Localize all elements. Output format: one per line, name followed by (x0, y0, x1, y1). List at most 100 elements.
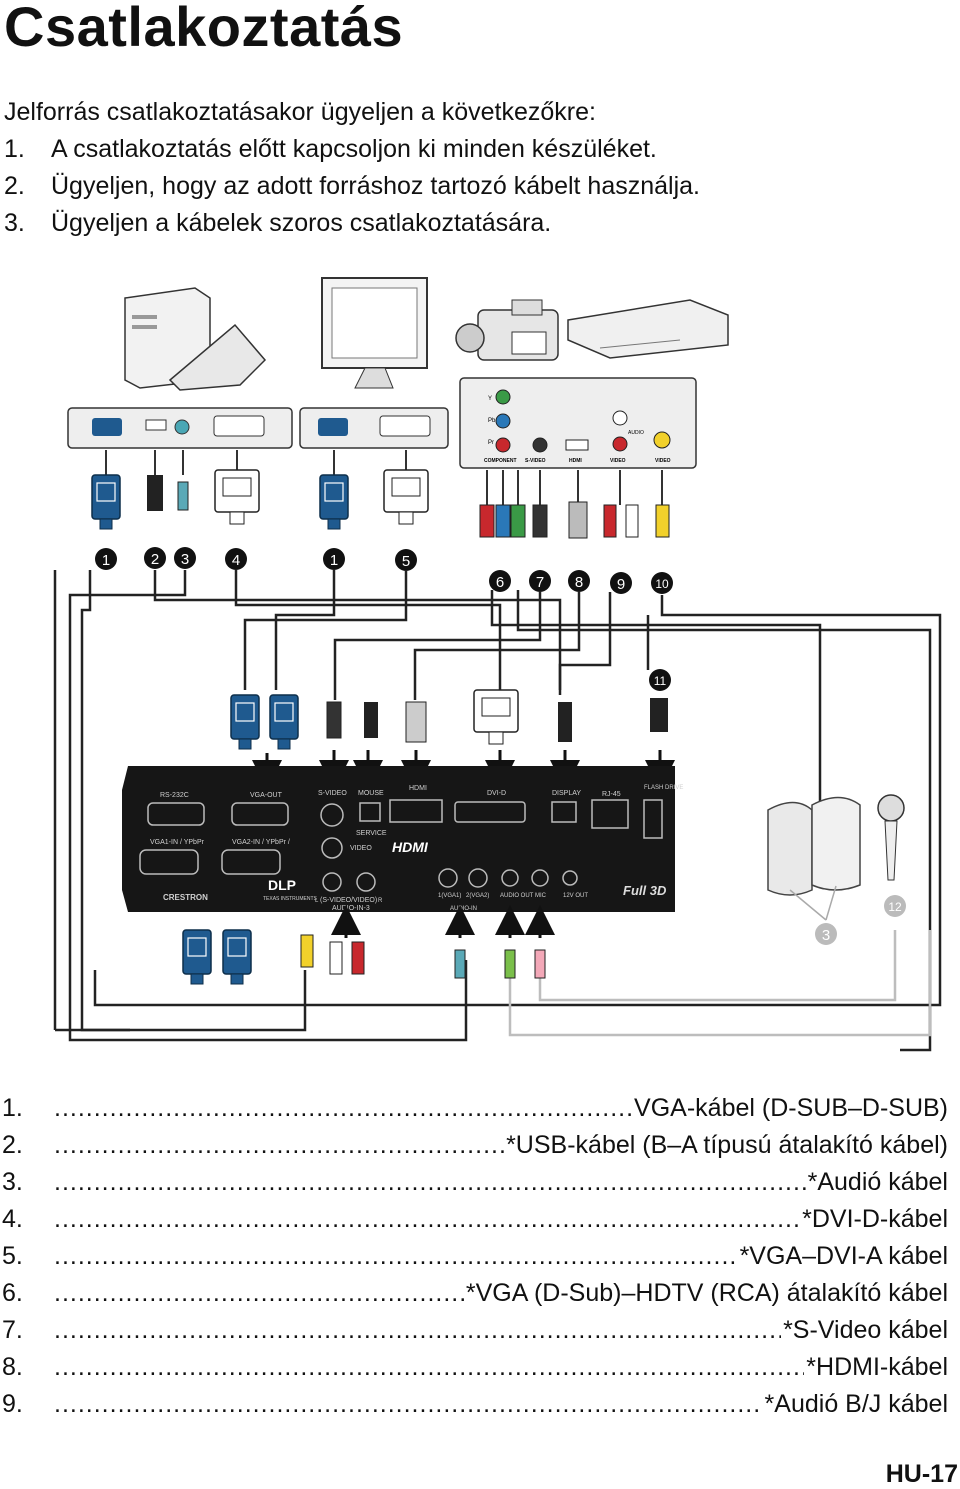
legend-text: *S-Video kábel (783, 1316, 948, 1344)
av-label-y: Y (488, 396, 492, 402)
port-label-vga2-in: VGA2-IN / YPbPr / (232, 839, 290, 846)
callout-9: 9 (610, 572, 632, 594)
svg-text:1: 1 (330, 552, 338, 569)
av-label-pb: Pb (488, 418, 496, 424)
microphone-icon (877, 794, 905, 881)
svg-text:2: 2 (151, 551, 159, 568)
svg-text:6: 6 (496, 574, 504, 591)
port-label-mic: MIC (535, 893, 547, 899)
page-title: Csatlakoztatás (4, 0, 404, 58)
av-port-panel: Y Pb Pr AUDIO COMPONENT S-VIDEO HDMI VID… (459, 377, 697, 469)
monitor-icon (321, 277, 428, 389)
intro-lead: Jelforrás csatlakoztatásakor ügyeljen a … (4, 98, 596, 126)
projector-rear-panel: RS-232C VGA-OUT S-VIDEO MOUSE HDMI DVI-D… (122, 766, 683, 912)
port-label-hdmi: HDMI (409, 785, 427, 792)
callout-1a: 1 (95, 548, 117, 570)
speakers-icon (767, 796, 861, 921)
port-label-mouse: MOUSE (358, 790, 384, 797)
port-label-vga1: 1(VGA1) (438, 893, 461, 899)
legend-row: 7. *S-Video kábel (0, 1312, 948, 1349)
svg-text:4: 4 (232, 552, 240, 569)
legend-num: 4. (2, 1205, 23, 1233)
legend-row: 8. *HDMI-kábel (0, 1349, 948, 1386)
legend-num: 1. (2, 1094, 23, 1122)
av-label-svideo: S-VIDEO (525, 458, 546, 464)
legend-text: *HDMI-kábel (806, 1353, 948, 1381)
legend-row: 5. *VGA–DVI-A kábel (0, 1238, 948, 1275)
intro-item: 3. Ügyeljen a kábelek szoros csatlakozta… (4, 205, 700, 242)
legend-row: 9. *Audió B/J kábel (0, 1386, 948, 1423)
callout-1b: 1 (323, 548, 345, 570)
callout-5: 5 (395, 549, 417, 571)
legend-num: 5. (2, 1242, 23, 1270)
legend-num: 6. (2, 1279, 23, 1307)
intro-item-num: 2. (4, 172, 25, 200)
legend-num: 9. (2, 1390, 23, 1418)
legend-text: *Audió B/J kábel (764, 1390, 948, 1418)
crestron-logo: CRESTRON (163, 893, 208, 902)
dlp-logo: DLP (268, 877, 296, 893)
port-label-vga1-in: VGA1-IN / YPbPr (150, 839, 205, 846)
svg-text:8: 8 (575, 574, 583, 591)
legend-row: 2. *USB-kábel (B–A típusú átalakító kábel… (0, 1127, 948, 1164)
intro-section: Jelforrás csatlakoztatásakor ügyeljen a … (4, 94, 700, 242)
svg-text:9: 9 (617, 576, 625, 593)
port-label-r: R (378, 898, 383, 904)
legend-num: 7. (2, 1316, 23, 1344)
svg-text:10: 10 (655, 577, 669, 591)
port-label-dvid: DVI-D (487, 790, 506, 797)
legend-row: 3. *Audió kábel (0, 1164, 948, 1201)
legend-row: 4. *DVI-D-kábel (0, 1201, 948, 1238)
av-label-video-audio: VIDEO (610, 458, 626, 464)
port-label-audio-out: AUDIO OUT (500, 893, 534, 899)
av-label-component: COMPONENT (484, 458, 517, 464)
port-label-svideo: S-VIDEO (318, 790, 347, 797)
callout-3b: 3 (815, 923, 837, 945)
svg-text:5: 5 (402, 553, 410, 570)
connection-diagram: Y Pb Pr AUDIO COMPONENT S-VIDEO HDMI VID… (53, 277, 942, 1052)
intro-item: 1. A csatlakoztatás előtt kapcsoljon ki … (4, 131, 700, 168)
intro-item-text: Ügyeljen a kábelek szoros csatlakoztatás… (51, 209, 552, 237)
intro-item: 2. Ügyeljen, hogy az adott forráshoz tar… (4, 168, 700, 205)
legend-text: *DVI-D-kábel (802, 1205, 948, 1233)
port-label-svideo-video: (S-VIDEO/VIDEO) (320, 897, 377, 904)
svg-text:1: 1 (102, 552, 110, 569)
port-label-video: VIDEO (350, 845, 372, 852)
callout-6: 6 (489, 570, 511, 592)
callout-8: 8 (568, 570, 590, 592)
port-label-vga2: 2(VGA2) (466, 893, 489, 899)
hdmi-logo: HDMI (392, 839, 429, 855)
svg-text:3: 3 (822, 927, 830, 944)
legend-num: 2. (2, 1131, 23, 1159)
av-label-video: VIDEO (655, 458, 671, 464)
callout-7: 7 (529, 570, 551, 592)
port-label-vga-out: VGA-OUT (250, 792, 283, 799)
page-number: HU-17 (885, 1460, 958, 1488)
callout-11: 11 (649, 669, 671, 691)
legend-text: *VGA–DVI-A kábel (739, 1242, 948, 1270)
intro-item-num: 1. (4, 135, 25, 163)
port-label-flash-drive: FLASH DRIVE (644, 785, 683, 791)
legend-text: *VGA (D-Sub)–HDTV (RCA) átalakító kábel (465, 1279, 948, 1307)
legend-row: 1. VGA-kábel (D-SUB–D-SUB) (0, 1090, 948, 1127)
callout-12: 12 (884, 895, 906, 917)
legend-num: 3. (2, 1168, 23, 1196)
legend-text: VGA-kábel (D-SUB–D-SUB) (634, 1094, 948, 1122)
callout-4: 4 (225, 548, 247, 570)
legend-text: *Audió kábel (807, 1168, 948, 1196)
camcorder-icon (455, 299, 559, 361)
legend-text: *USB-kábel (B–A típusú átalakító kábel) (506, 1131, 948, 1159)
legend-num: 8. (2, 1353, 23, 1381)
port-label-12v-out: 12V OUT (563, 893, 588, 899)
av-label-hdmi: HDMI (569, 458, 582, 464)
intro-item-num: 3. (4, 209, 25, 237)
callout-3: 3 (174, 547, 196, 569)
ti-logo: TEXAS INSTRUMENTS (263, 896, 318, 902)
full-3d-logo: Full 3D (623, 883, 667, 898)
intro-item-text: A csatlakoztatás előtt kapcsoljon ki min… (51, 135, 657, 163)
av-label-audio: AUDIO (628, 430, 644, 436)
svg-text:7: 7 (536, 574, 544, 591)
cable-legend: 1. VGA-kábel (D-SUB–D-SUB) 2. *USB-kábel (… (0, 1090, 948, 1423)
legend-row: 6. *VGA (D-Sub)–HDTV (RCA) átalakító kábe… (0, 1275, 948, 1312)
port-label-service: SERVICE (356, 830, 387, 837)
